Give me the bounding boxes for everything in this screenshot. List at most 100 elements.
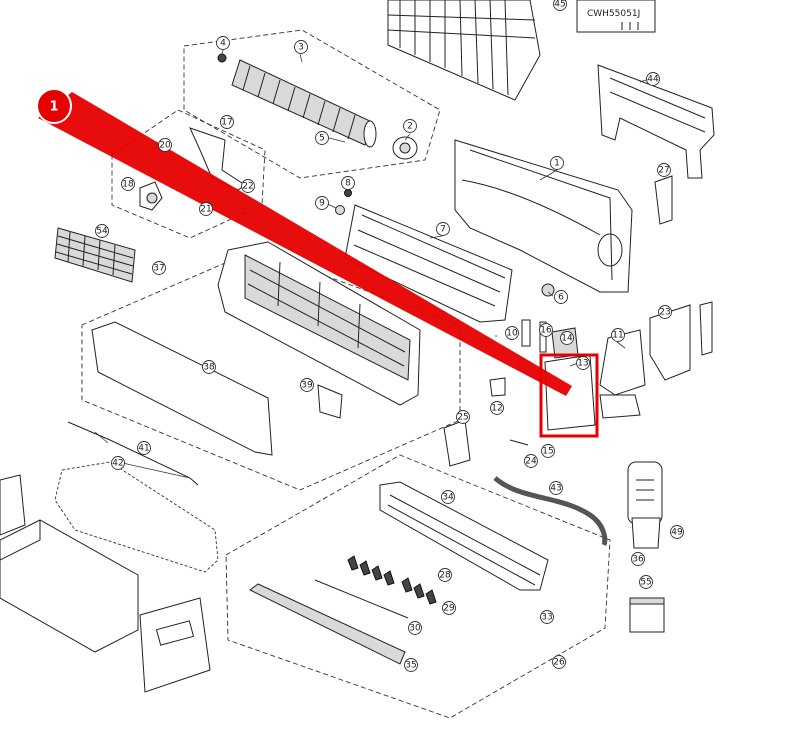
highlight-arrow [38, 92, 572, 396]
callout-circle [540, 610, 554, 624]
callout-circle [220, 115, 234, 129]
callout-number: 55 [640, 578, 651, 588]
callout-circle [560, 331, 574, 345]
callout-circle [341, 176, 355, 190]
callout-39: 39 [300, 378, 314, 392]
bracket-part [139, 127, 246, 211]
callout-number: 30 [409, 624, 421, 634]
callout-circle [657, 163, 671, 177]
callout-circle [456, 410, 470, 424]
callout-18: 18 [121, 177, 135, 191]
remote-control-part [627, 461, 665, 633]
callout-circle [158, 138, 172, 152]
chassis-part [454, 139, 633, 293]
callout-circle [549, 481, 563, 495]
callout-33: 33 [540, 610, 554, 624]
callout-circle [539, 323, 553, 337]
group-outline-fan [183, 29, 441, 179]
callout-37: 37 [152, 261, 166, 275]
callout-circle [646, 72, 660, 86]
decoration-panel-part [54, 461, 219, 573]
callout-20: 20 [158, 138, 172, 152]
callout-6: 6 [554, 290, 568, 304]
highlight-box [539, 353, 599, 438]
callout-14: 14 [560, 331, 574, 345]
callout-24: 24 [524, 454, 538, 468]
callout-12: 12 [490, 401, 504, 415]
cord-part [67, 421, 199, 486]
vane-parts [347, 555, 437, 605]
callout-circle [315, 131, 329, 145]
callout-circle [241, 179, 255, 193]
callout-45: 45 [553, 0, 567, 11]
callout-circle [670, 525, 684, 539]
callout-41: 41 [137, 441, 151, 455]
callout-number: 16 [540, 326, 552, 336]
callout-number: 3 [298, 43, 304, 53]
callout-circle [300, 378, 314, 392]
callout-circle [95, 224, 109, 238]
callout-number: 54 [96, 227, 108, 237]
callout-circle [294, 40, 308, 54]
callout-34: 34 [441, 490, 455, 504]
callout-number: 21 [200, 205, 211, 215]
callout-36: 36 [631, 552, 645, 566]
callout-number: 7 [440, 225, 446, 235]
callout-23: 23 [658, 305, 672, 319]
callout-circle [553, 0, 567, 11]
callout-22: 22 [241, 179, 255, 193]
evaporator-part [344, 204, 555, 323]
callout-number: 14 [561, 334, 573, 344]
callout-number: 39 [301, 381, 313, 391]
callout-circle [436, 222, 450, 236]
callout-number: 9 [319, 199, 325, 209]
callout-circle [121, 177, 135, 191]
callout-circle [554, 290, 568, 304]
packing-box-part [0, 474, 211, 693]
callout-circle [441, 490, 455, 504]
callout-number: 26 [553, 658, 565, 668]
callout-circle [552, 655, 566, 669]
callout-26: 26 [552, 655, 566, 669]
callout-number: 18 [122, 180, 134, 190]
callout-circle [152, 261, 166, 275]
fan-motor-part [392, 136, 418, 160]
callout-number: 44 [647, 75, 659, 85]
callout-15: 15 [541, 444, 555, 458]
callout-38: 38 [202, 360, 216, 374]
callout-number: 28 [439, 571, 451, 581]
callout-circle [442, 601, 456, 615]
callout-circle [631, 552, 645, 566]
misc-small-parts [443, 175, 673, 467]
callout-number: 15 [542, 447, 553, 457]
callout-number: 33 [541, 613, 552, 623]
callout-25: 25 [456, 410, 470, 424]
callout-circle [639, 575, 653, 589]
callout-number: 23 [659, 308, 670, 318]
callout-10: 10 [505, 326, 519, 340]
callout-number: 8 [345, 179, 351, 189]
callout-3: 3 [294, 40, 308, 54]
callout-circle [438, 568, 452, 582]
callout-16: 16 [539, 323, 553, 337]
front-panel-part [91, 321, 273, 456]
callout-54: 54 [95, 224, 109, 238]
callout-11: 11 [611, 328, 625, 342]
screw-pack-box: CWH55051J [576, 0, 656, 33]
callout-number: 29 [443, 604, 455, 614]
group-outline-louver [225, 454, 611, 719]
bushing-parts [335, 189, 352, 215]
callout-number: 24 [525, 457, 537, 467]
callout-number: 10 [506, 329, 518, 339]
callout-number: 27 [658, 166, 669, 176]
callout-circle [202, 360, 216, 374]
callout-circle [199, 202, 213, 216]
callout-circle [550, 156, 564, 170]
group-outline-bracket [111, 109, 266, 239]
callout-number: 42 [112, 459, 123, 469]
callout-circle [658, 305, 672, 319]
callout-55: 55 [639, 575, 653, 589]
callout-circle [216, 36, 230, 50]
